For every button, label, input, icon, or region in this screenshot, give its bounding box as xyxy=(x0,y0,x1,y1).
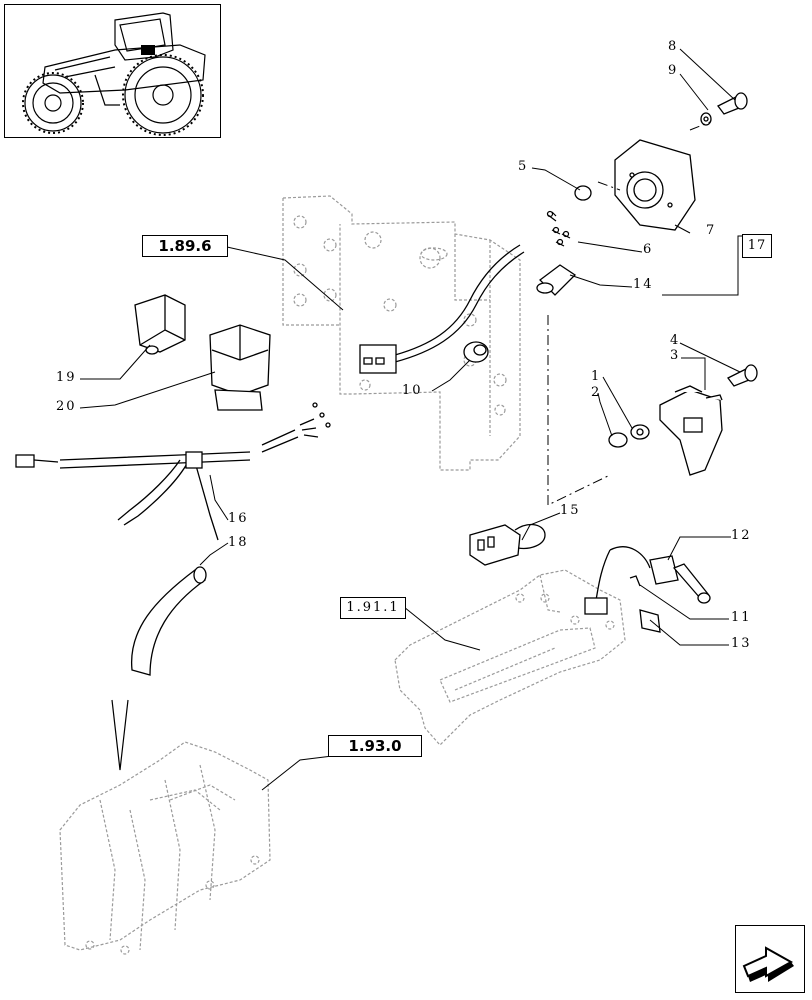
socket-housing-part xyxy=(614,139,696,231)
callout-18: 18 xyxy=(228,535,249,550)
relay-module-parts xyxy=(134,294,271,411)
reference-box-1-89-6[interactable]: 1.89.6 xyxy=(142,235,228,257)
wiring-harness-upper xyxy=(359,244,525,374)
callout-15: 15 xyxy=(560,503,581,518)
tractor-thumbnail-icon xyxy=(4,4,221,138)
connector-plug-part xyxy=(469,523,546,566)
phantom-console-levers xyxy=(59,741,271,955)
callout-10: 10 xyxy=(402,383,423,398)
callout-14: 14 xyxy=(633,277,654,292)
tractor-illustration xyxy=(22,12,206,136)
terminal-pins xyxy=(546,210,571,247)
reference-box-17[interactable]: 17 xyxy=(742,234,772,258)
next-page-arrow-icon[interactable] xyxy=(735,925,805,993)
wiring-harness-lower xyxy=(15,402,331,541)
callout-1: 1 xyxy=(591,369,602,384)
callout-7: 7 xyxy=(706,223,717,238)
arrow-glyph xyxy=(742,946,794,982)
phantom-lever-guide xyxy=(394,569,626,746)
screw-washer-nut xyxy=(574,92,748,201)
assembly-path-line xyxy=(547,121,711,506)
reference-box-1-91-1[interactable]: 1.91.1 xyxy=(340,597,406,619)
protective-sleeve-part xyxy=(130,566,207,676)
reference-box-1-93-0[interactable]: 1.93.0 xyxy=(328,735,422,757)
callout-5: 5 xyxy=(518,159,529,174)
pointer-arrow xyxy=(111,699,129,771)
callout-12: 12 xyxy=(731,528,752,543)
callout-13: 13 xyxy=(731,636,752,651)
callout-9: 9 xyxy=(668,63,679,78)
callout-3: 3 xyxy=(670,348,681,363)
callout-2: 2 xyxy=(591,385,602,400)
switch-assembly-part xyxy=(584,546,711,633)
sensor-body-part xyxy=(608,364,758,476)
phantom-bracket-frame xyxy=(282,195,521,471)
grommet-part xyxy=(463,341,489,363)
callout-20: 20 xyxy=(56,399,77,414)
callout-19: 19 xyxy=(56,370,77,385)
callout-8: 8 xyxy=(668,39,679,54)
leader-lines xyxy=(79,48,742,791)
rubber-boot-part xyxy=(536,264,577,296)
callout-6: 6 xyxy=(643,242,654,257)
callout-16: 16 xyxy=(228,511,249,526)
callout-11: 11 xyxy=(731,610,752,625)
callout-4: 4 xyxy=(670,333,681,348)
